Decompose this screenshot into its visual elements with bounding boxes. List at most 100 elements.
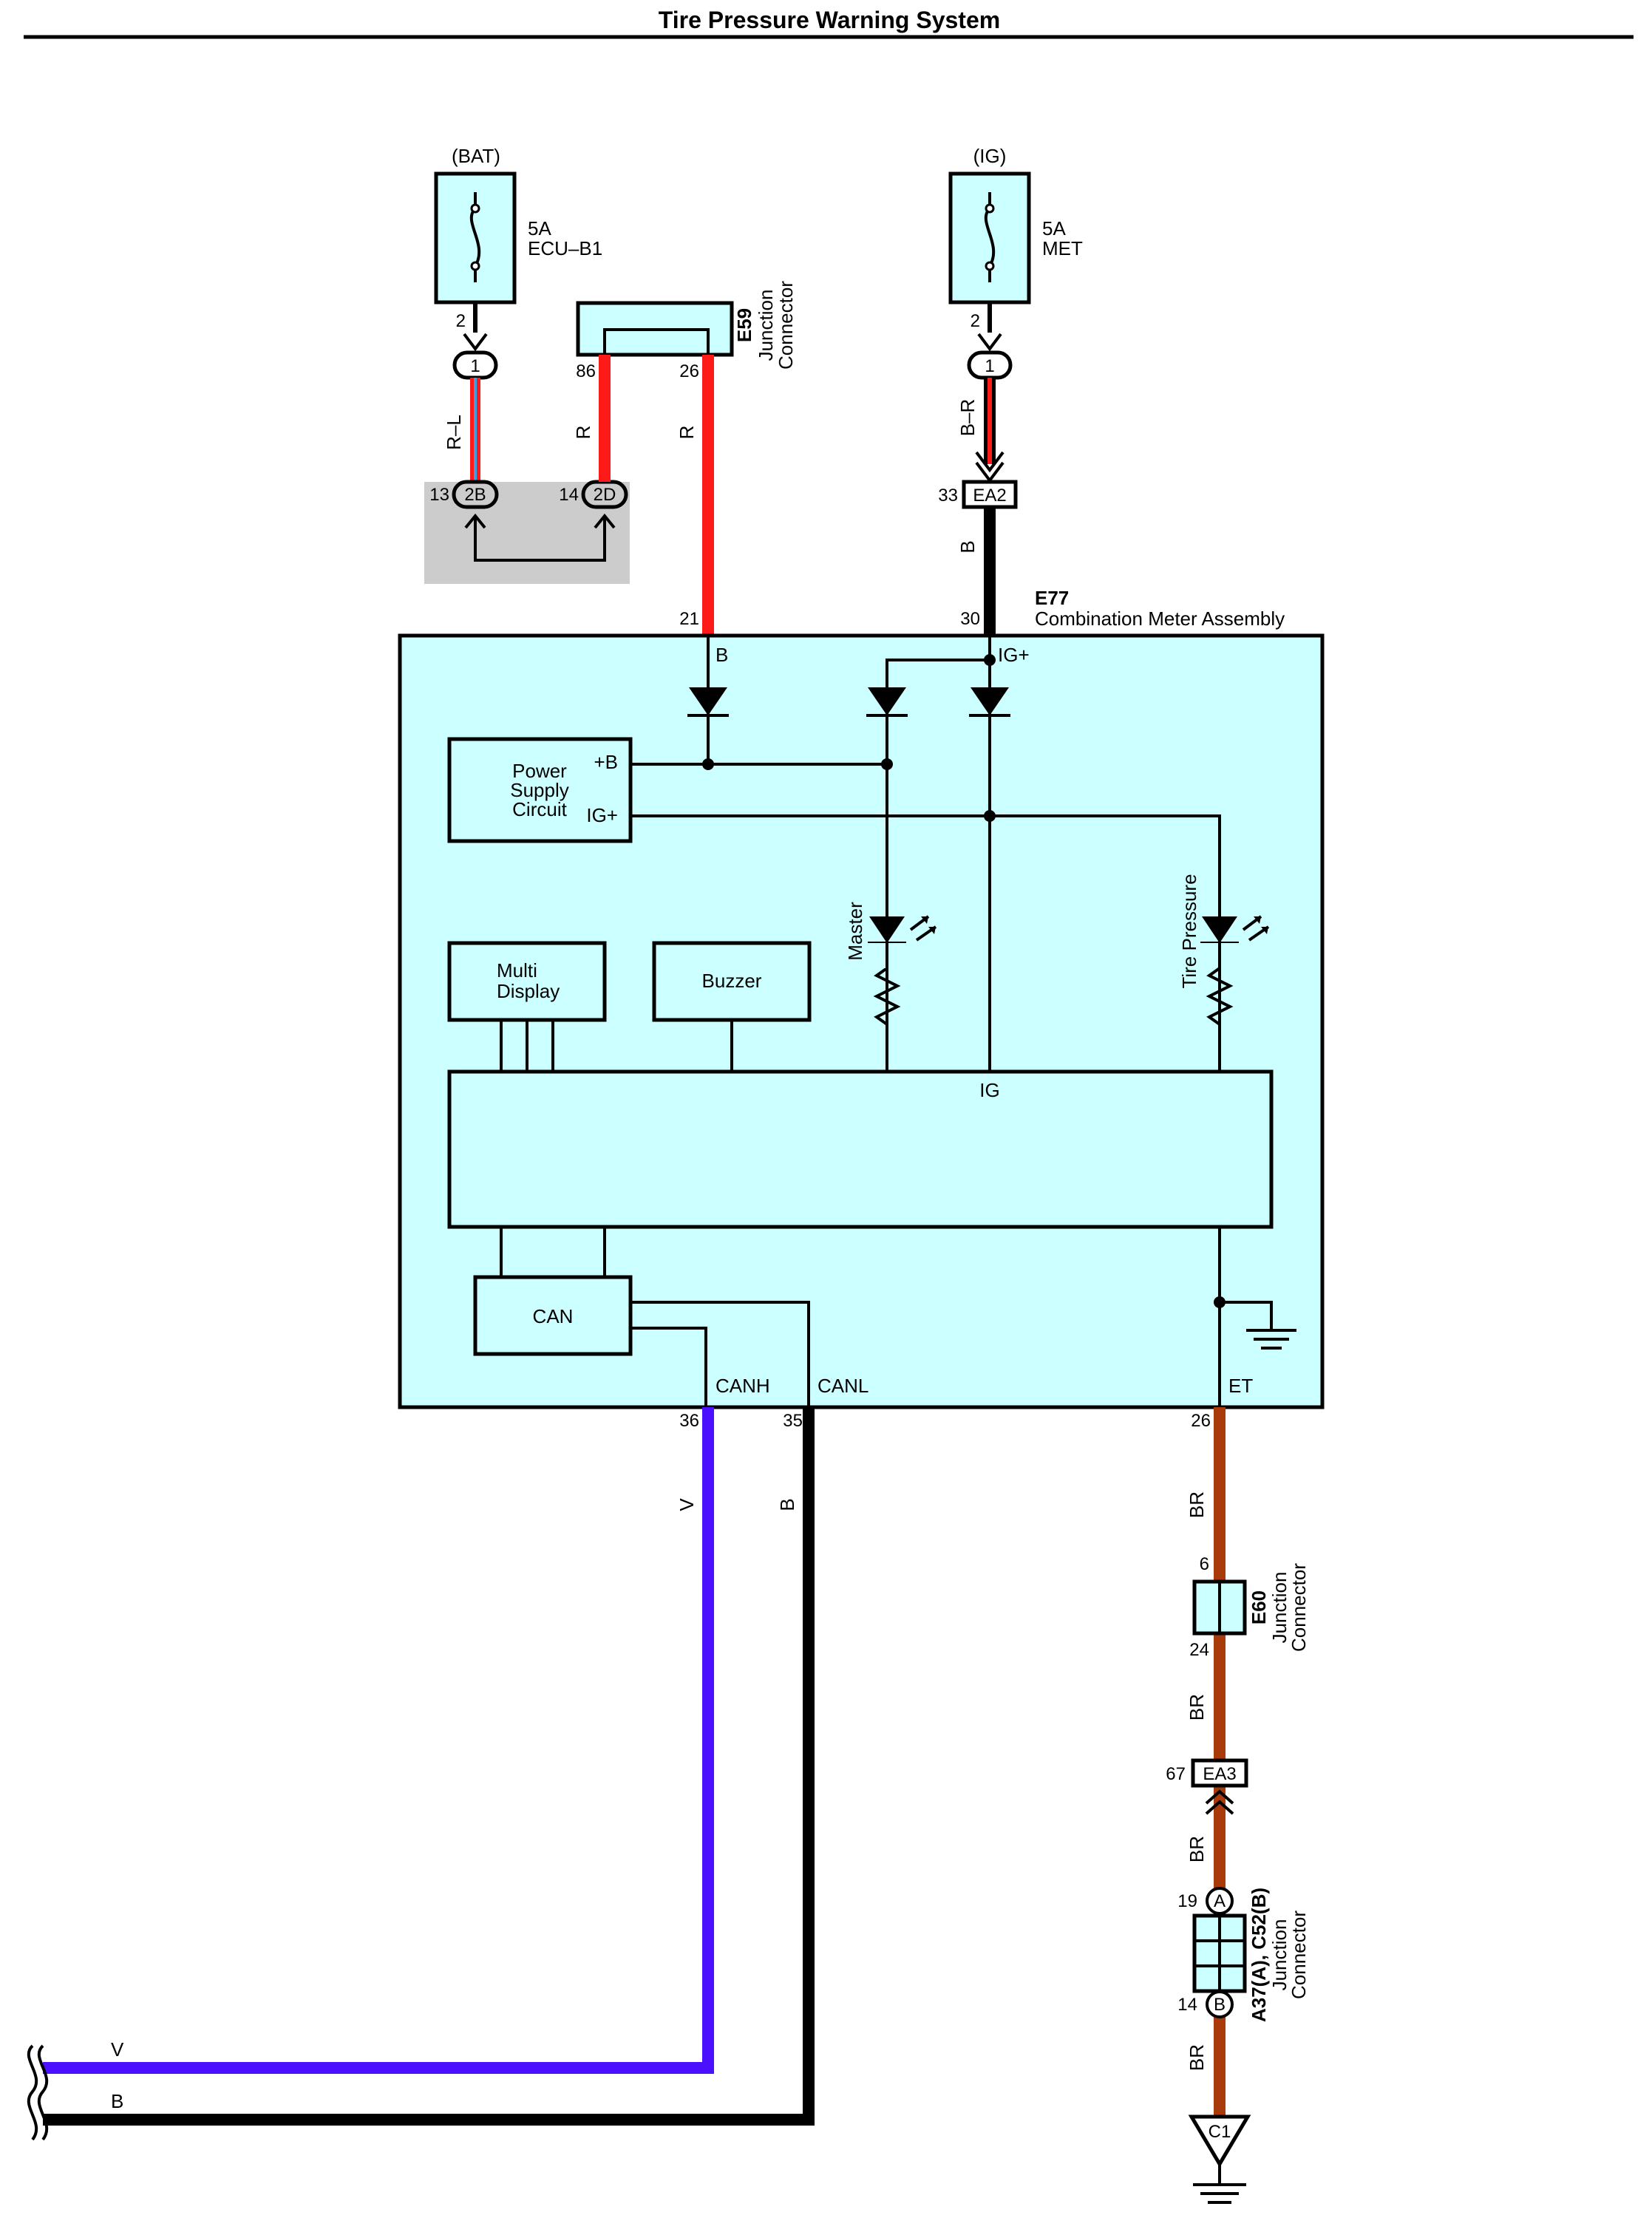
can-block	[473, 1275, 633, 1356]
meter-name: Combination Meter Assembly	[1035, 608, 1285, 630]
diode-ig-icon	[969, 687, 1010, 717]
ig-fuse-icon	[984, 192, 996, 282]
wire-br4-label: BR	[1186, 2044, 1208, 2071]
e60-code: E60	[1248, 1590, 1270, 1624]
connector-2d-pin: 14	[559, 485, 579, 505]
internal-ground-lead	[1220, 1301, 1273, 1330]
meter-pin-et: 26	[1191, 1411, 1211, 1431]
terminal-b: B	[715, 644, 728, 666]
bat-fuse-icon	[469, 192, 481, 282]
wire-v-canh	[43, 1407, 714, 2074]
meter-pin-canh: 36	[679, 1411, 699, 1431]
terminal-et: ET	[1228, 1375, 1253, 1397]
ig-connector-number: 1	[985, 356, 994, 376]
connector-ea3-pin: 67	[1166, 1764, 1186, 1784]
terminal-canl: CANL	[817, 1375, 869, 1397]
connector-ea3-label: EA3	[1203, 1764, 1236, 1784]
c52-pin-letter: B	[1214, 1995, 1226, 2015]
2b-arrow-icon	[464, 513, 486, 529]
ig-source-label: (IG)	[973, 145, 1007, 167]
bat-fuse-pin: 2	[456, 311, 466, 331]
ea2-arrow-icon-1	[975, 451, 1005, 473]
ig-arrow-icon	[977, 333, 1002, 352]
e59-line1: Junction	[755, 290, 777, 361]
e59-line2: Connector	[775, 281, 797, 370]
a37-pin-letter: A	[1214, 1891, 1226, 1911]
meter-pin-canl: 35	[783, 1411, 803, 1431]
meter-logic-block	[447, 1069, 1274, 1229]
connector-ea3	[1191, 1758, 1248, 1788]
wire-b-can-label: B	[776, 1498, 798, 1511]
ig-fuse-pin: 2	[971, 311, 980, 331]
logic-ig-label: IG	[979, 1079, 999, 1101]
wire-b-bottom-label: B	[111, 2090, 123, 2112]
wire-rl-label: R–L	[443, 415, 465, 450]
diode-b-icon	[687, 687, 729, 717]
wire-br2-label: BR	[1186, 1694, 1208, 1721]
power-supply-circuit-block	[447, 737, 633, 843]
internal-ground-icon	[1246, 1329, 1296, 1350]
ig-fuse-name: MET	[1042, 237, 1083, 259]
master-label: Master	[844, 902, 866, 961]
c52-pin-circle	[1206, 1990, 1234, 2018]
power-supply-plus-b: +B	[594, 751, 618, 773]
master-resistor-icon	[873, 967, 901, 1026]
power-supply-line1: Power	[512, 760, 567, 782]
e59-pin-left: 86	[576, 361, 596, 381]
2d-arrow-icon	[594, 513, 616, 529]
wire-br1-label: BR	[1186, 1491, 1208, 1518]
junction-bus-line	[474, 517, 606, 562]
meter-code: E77	[1035, 587, 1069, 609]
a37-c52-code: A37(A), C52(B)	[1248, 1888, 1270, 2022]
a37-c52-line2: Connector	[1288, 1911, 1310, 1999]
meter-pin-b: 21	[679, 609, 699, 629]
connector-2b	[452, 480, 499, 509]
terminal-canh: CANH	[715, 1375, 770, 1397]
ig-fuse-amps: 5A	[1042, 217, 1066, 239]
bat-fuse-name: ECU–B1	[528, 237, 602, 259]
a37-pin-number: 19	[1177, 1891, 1197, 1911]
e60-pin-top: 6	[1200, 1554, 1209, 1574]
terminal-ig-plus: IG+	[998, 644, 1030, 666]
ground-c1-label: C1	[1209, 2122, 1231, 2142]
bat-connector-number: 1	[470, 356, 480, 376]
bat-arrow-icon	[463, 333, 488, 352]
wire-v-label: V	[676, 1498, 698, 1511]
e59-pin-right: 26	[679, 361, 699, 381]
meter-pin-ig: 30	[960, 609, 980, 629]
tire-pressure-label: Tire Pressure	[1178, 874, 1200, 988]
e60-pin-bottom: 24	[1189, 1640, 1209, 1660]
can-label: CAN	[533, 1305, 574, 1327]
diagram-title: Tire Pressure Warning System	[659, 7, 1000, 33]
connector-2d-label: 2D	[594, 485, 616, 505]
tire-pressure-led-icon	[1200, 915, 1270, 945]
master-node	[881, 758, 893, 770]
wire-b-canl	[43, 1407, 815, 2126]
connector-2b-pin: 13	[429, 485, 449, 505]
power-supply-ig-plus: IG+	[586, 804, 618, 826]
ea3-arrow-icon-2	[1205, 1800, 1234, 1815]
canl-internal-line	[630, 1301, 810, 1407]
multi-display-line2: Display	[497, 980, 560, 1002]
e59-internal-link	[603, 328, 710, 355]
connector-2b-label: 2B	[464, 485, 486, 505]
connector-ea2-label: EA2	[973, 486, 1006, 506]
ig-node-mid	[984, 810, 996, 822]
canh-internal-line	[630, 1327, 707, 1407]
tire-pressure-resistor-icon	[1206, 967, 1234, 1026]
connector-ea2	[962, 480, 1018, 509]
power-supply-line3: Circuit	[512, 798, 567, 820]
ground-icon	[1193, 2183, 1246, 2204]
wire-br3-label: BR	[1186, 1836, 1208, 1862]
e60-line1: Junction	[1268, 1572, 1291, 1644]
wire-br-label: B–R	[956, 399, 979, 437]
connector-ea2-pin: 33	[938, 486, 958, 506]
e60-line2: Connector	[1288, 1563, 1310, 1652]
diode-master-icon	[866, 687, 908, 717]
ground-point-c1	[1188, 2114, 1251, 2168]
b-node	[702, 758, 714, 770]
buzzer-label: Buzzer	[702, 970, 762, 992]
multi-display-line1: Multi	[497, 959, 537, 981]
wire-r2-label: R	[676, 426, 698, 440]
